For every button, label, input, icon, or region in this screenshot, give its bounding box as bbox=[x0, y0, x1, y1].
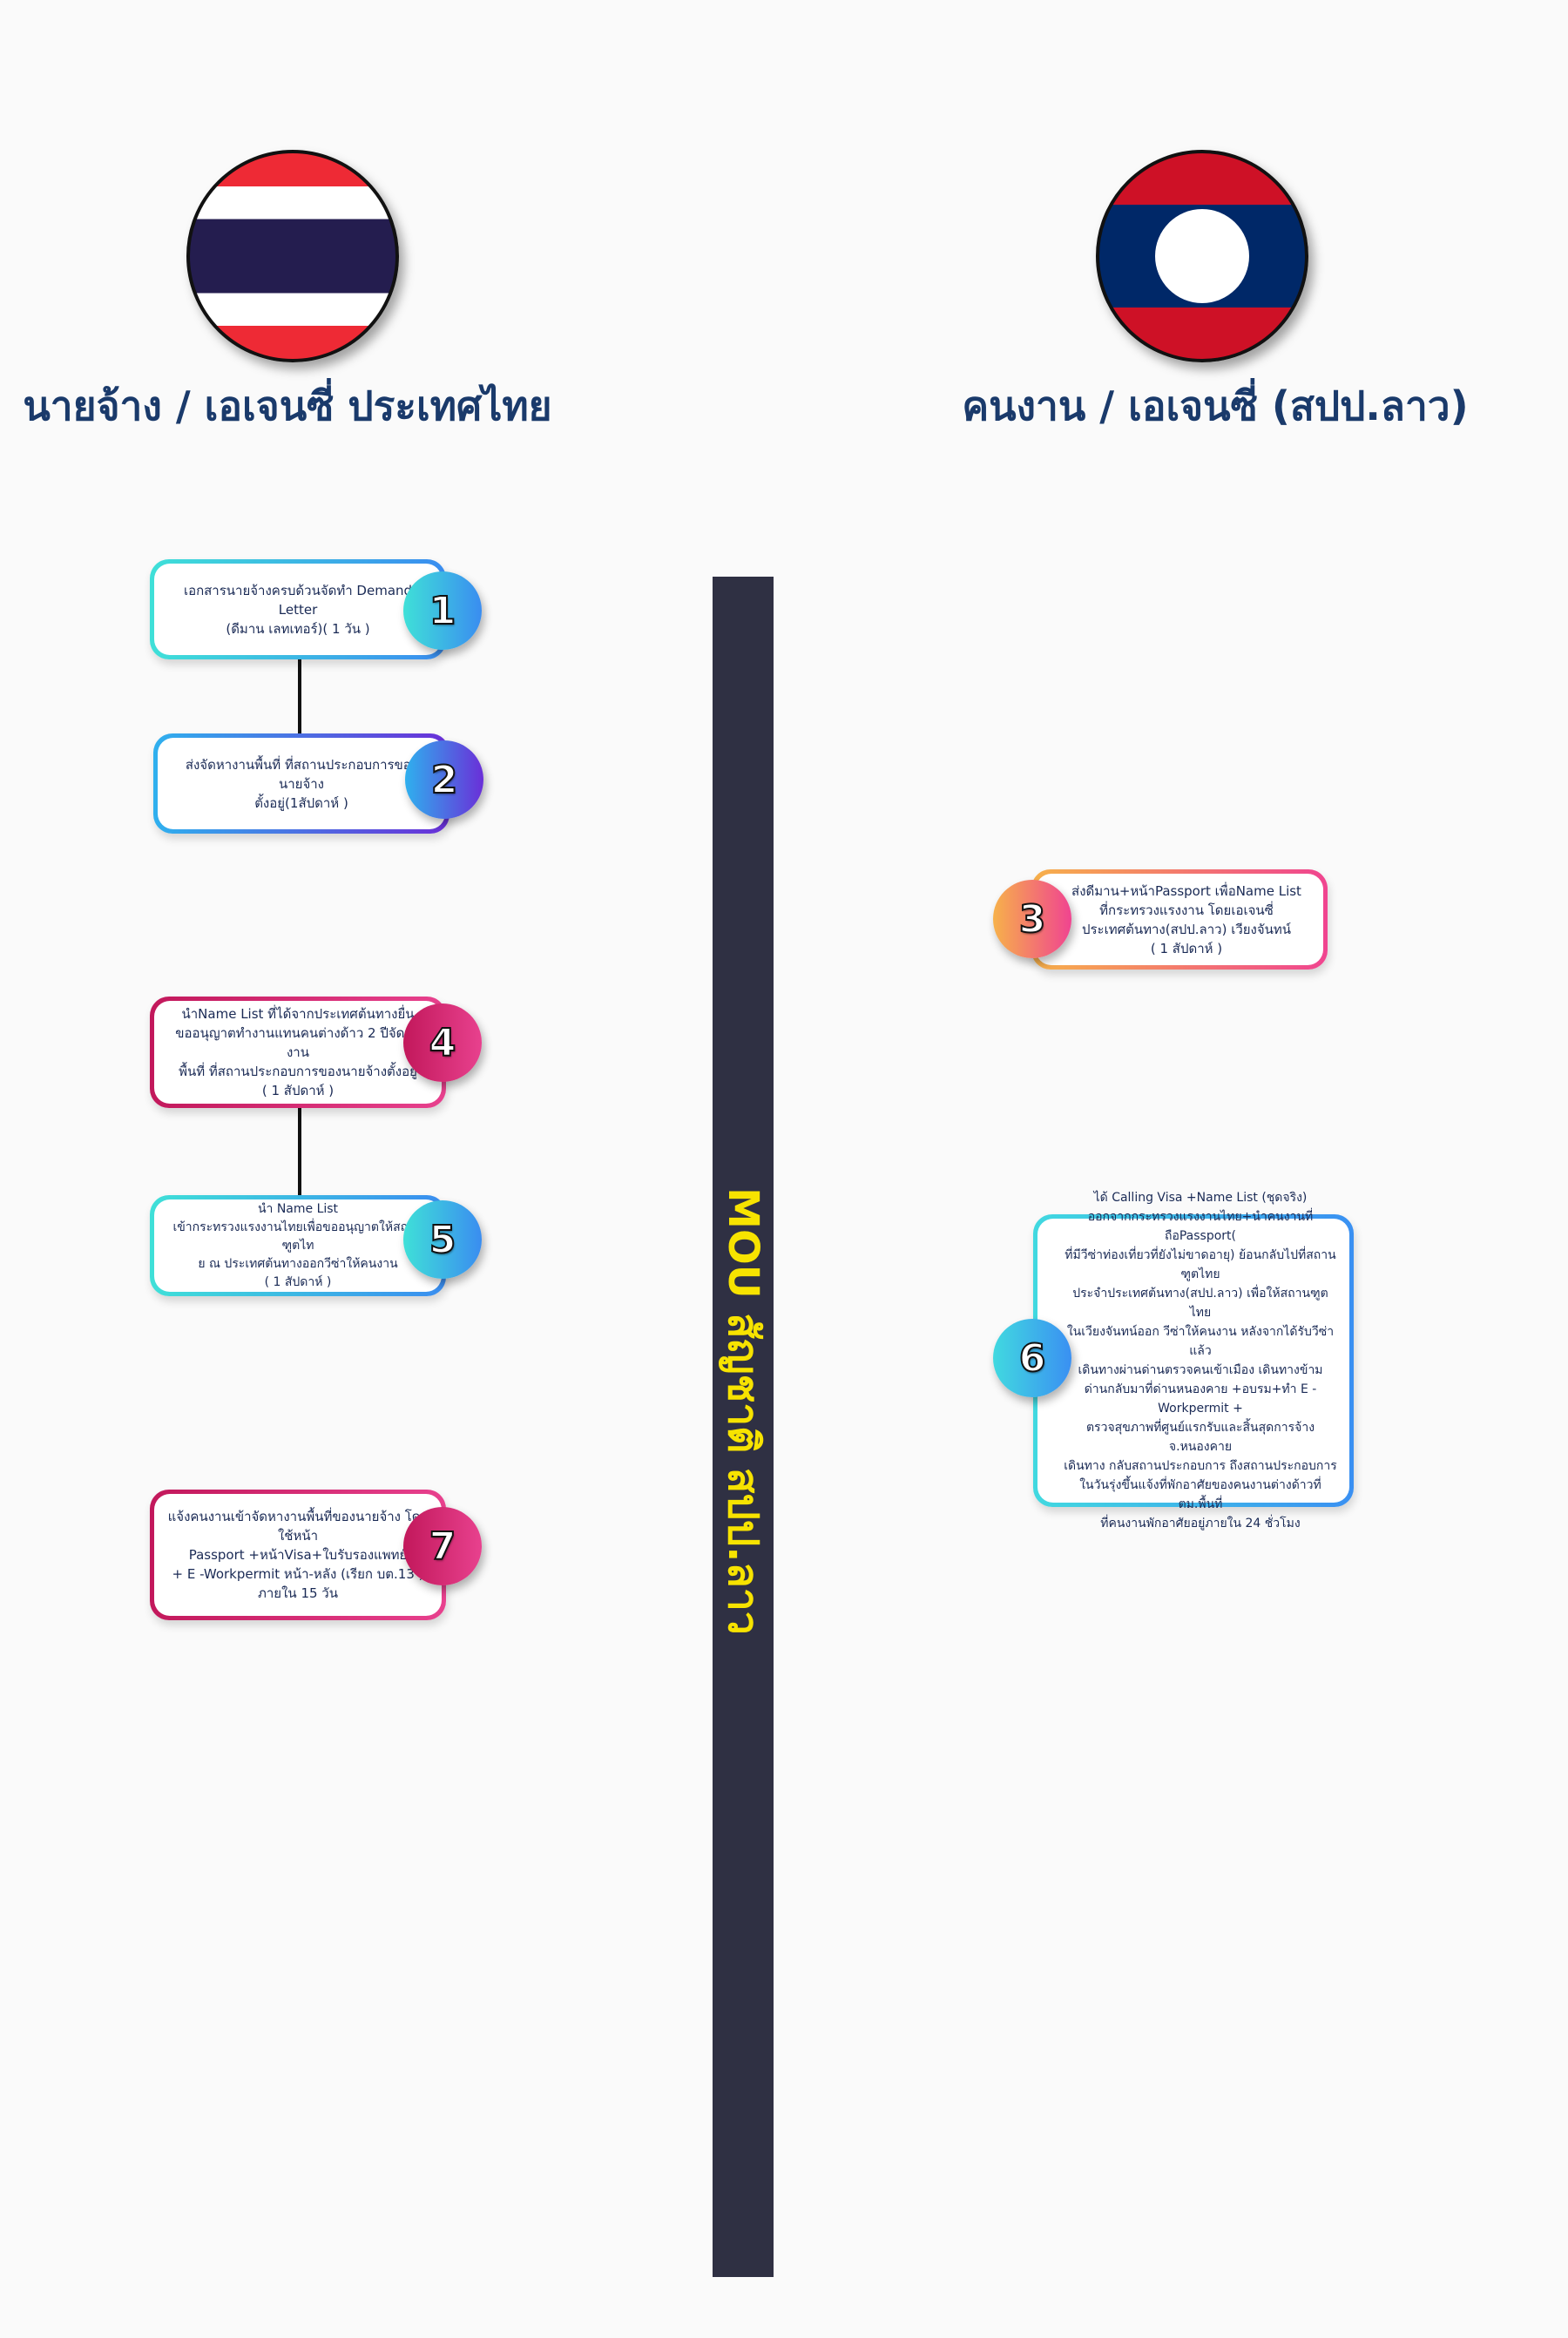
step-1-badge: 1 bbox=[403, 571, 482, 650]
laos-flag-icon bbox=[1096, 150, 1308, 362]
step-4-box: นำName List ที่ได้จากประเทศต้นทางยื่น ขอ… bbox=[150, 997, 446, 1108]
step-4-badge: 4 bbox=[403, 1003, 482, 1082]
connector-step1-step2 bbox=[298, 659, 301, 735]
step-3-box: ส่งดีมาน+หน้าPassport เพื่อName List ที่… bbox=[1031, 869, 1328, 970]
thailand-flag-icon bbox=[186, 150, 399, 362]
worker-side-title: คนงาน / เอเจนซี่ (สปป.ลาว) bbox=[962, 382, 1469, 429]
step-1-box: เอกสารนายจ้างครบด้วนจัดทำ Demand Letter … bbox=[150, 559, 446, 659]
laos-flag-moon bbox=[1155, 209, 1249, 303]
timeline-bar bbox=[713, 577, 774, 2277]
step-2-badge: 2 bbox=[405, 740, 483, 819]
step-5-badge: 5 bbox=[403, 1200, 482, 1279]
step-5-box: นำ Name List เข้ากระทรวงแรงงานไทยเพื่อขอ… bbox=[150, 1195, 446, 1296]
step-2-box: ส่งจัดหางานพื้นที่ ที่สถานประกอบการของนา… bbox=[153, 733, 449, 834]
connector-step4-step5 bbox=[298, 1108, 301, 1197]
step-7-text: แจ้งคนงานเข้าจัดหางานพื้นที่ของนายจ้าง โ… bbox=[154, 1494, 442, 1616]
step-6-text: ได้ Calling Visa +Name List (ชุดจริง) ออ… bbox=[1037, 1191, 1349, 1531]
step-5-text: นำ Name List เข้ากระทรวงแรงงานไทยเพื่อขอ… bbox=[154, 1199, 442, 1292]
step-7-box: แจ้งคนงานเข้าจัดหางานพื้นที่ของนายจ้าง โ… bbox=[150, 1490, 446, 1620]
step-1-text: เอกสารนายจ้างครบด้วนจัดทำ Demand Letter … bbox=[154, 564, 442, 655]
employer-side-title: นายจ้าง / เอเจนซี่ ประเทศไทย bbox=[23, 382, 552, 429]
step-4-text: นำName List ที่ได้จากประเทศต้นทางยื่น ขอ… bbox=[154, 1001, 442, 1104]
step-3-text: ส่งดีมาน+หน้าPassport เพื่อName List ที่… bbox=[1036, 874, 1323, 965]
timeline-label: MOU สัญชาติ สปป.ลาว bbox=[719, 1187, 767, 1635]
step-6-badge: 6 bbox=[993, 1319, 1071, 1397]
step-6-box: ได้ Calling Visa +Name List (ชุดจริง) ออ… bbox=[1033, 1191, 1354, 1531]
step-7-badge: 7 bbox=[403, 1507, 482, 1585]
step-2-text: ส่งจัดหางานพื้นที่ ที่สถานประกอบการของนา… bbox=[158, 738, 445, 829]
step-3-badge: 3 bbox=[993, 880, 1071, 958]
